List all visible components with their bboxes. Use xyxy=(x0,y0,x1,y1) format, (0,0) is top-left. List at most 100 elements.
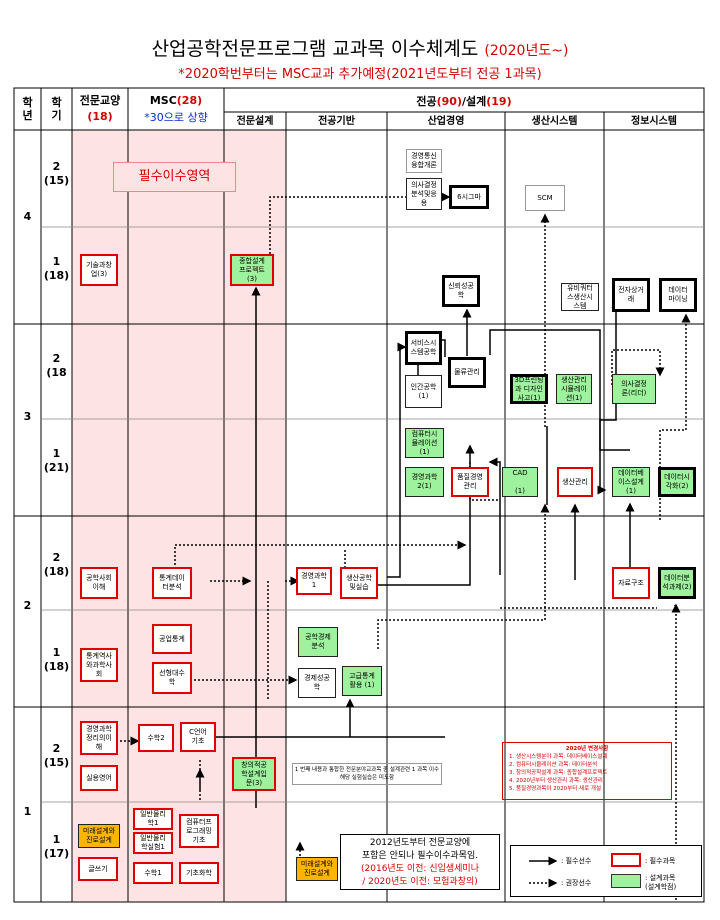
course-box: 미래설계와 진로설계 xyxy=(78,824,120,848)
course-box: 기술과창 업(3) xyxy=(80,254,118,286)
header-major-label: 전공 xyxy=(416,95,437,108)
changes-item: 4. 2020년부터 생산관리 과목: 생산관리 xyxy=(509,778,603,784)
course-box: 컴퓨터프 로그래밍 기초 xyxy=(179,814,219,848)
semester-credits: (18) xyxy=(43,269,70,282)
semester-credits: (18 xyxy=(46,366,67,379)
legend-required-box: : 필수과목 xyxy=(645,857,676,865)
changes-item: 3. 창의적공학설계 과목: 종합설계프로젝트 xyxy=(509,770,608,776)
semester-4-1: 1(18) xyxy=(41,255,72,283)
header-msc: MSC(28) *30으로 상향 xyxy=(128,94,224,124)
header-msc-note: *30으로 상향 xyxy=(144,111,208,124)
liberal-note: 2012년도부터 전문교양에 포함은 안되나 필수이수과목임. (2016년도 … xyxy=(340,834,500,890)
course-box: 3D프린팅 과 디자인 사고(1) xyxy=(510,374,548,404)
header-msc-label: MSC xyxy=(149,94,177,107)
course-box: 데이터 마이닝 xyxy=(659,278,697,312)
liberal-note-line: 2012년도부터 전문교양에 xyxy=(369,838,471,848)
changes-item: 1. 생산시스템분야 과목: 데이터베이스설계 xyxy=(509,754,608,760)
course-box: 공업통계 xyxy=(152,624,192,654)
course-box: 미래설계와 진로설계 xyxy=(296,857,338,881)
header-sub-design: 전문설계 xyxy=(236,116,274,127)
header-sub-information: 정보시스템 xyxy=(631,116,677,127)
semester-number: 1 xyxy=(52,447,61,460)
changes-note: 2020년 변경사항 1. 생산시스템분야 과목: 데이터베이스설계 2. 컴퓨… xyxy=(502,742,672,800)
course-box: 고급통계 활용 (1) xyxy=(342,666,382,696)
course-box: 자료구조 xyxy=(612,567,650,599)
semester-4-2: 2(15) xyxy=(41,160,72,188)
course-box: 통계데이 터분석 xyxy=(152,567,192,599)
semester-number: 1 xyxy=(52,255,61,268)
course-box: 선형대수 학 xyxy=(152,662,192,694)
course-box: 경영통신 융합개론 xyxy=(406,149,442,173)
semester-credits: (17) xyxy=(43,847,70,860)
semester-3-1: 1(21) xyxy=(41,447,72,475)
course-box: 종합설계 프로젝트 (3) xyxy=(230,254,274,286)
course-box: 생산공학 및실습 xyxy=(340,567,378,599)
header-major: 전공(90)/설계(19) xyxy=(224,95,704,108)
changes-item: 5. 품질경영과목이 2020부터 새로 개설 xyxy=(509,786,602,792)
course-box: 유비쿼터 스생산시 스템 xyxy=(561,283,599,311)
page-title: 산업공학전문프로그램 교과목 이수체계도 (2020년도~) xyxy=(0,38,720,62)
semester-credits: (18) xyxy=(43,565,70,578)
header-design-credits: (19) xyxy=(486,95,512,108)
course-box: 창의적공 학설계입 문(3) xyxy=(232,757,276,791)
course-box: 생산관리 시뮬레이 션(1) xyxy=(556,374,592,404)
course-box: 수학1 xyxy=(133,862,173,884)
capstone-note: 1 번째 내용과 통합한 전문분야교과목 중 설계관련 1 과목 이수 해당 실… xyxy=(292,763,442,785)
legend-lines xyxy=(529,856,558,888)
header-liberal-label: 전문교양 xyxy=(79,94,121,107)
course-box: 데이터분 석과제(2) xyxy=(658,567,696,599)
course-box: C언어 기초 xyxy=(180,722,216,752)
header-sub-production: 생산시스템 xyxy=(531,116,578,127)
semester-number: 1 xyxy=(52,833,61,846)
header-semester: 학 기 xyxy=(51,96,62,122)
header-liberal: 전문교양 (18) xyxy=(72,94,128,123)
course-box: 통계역사 와과학사회 xyxy=(80,648,118,682)
course-box: 일반물리 학1 xyxy=(133,808,173,830)
year-3: 3 xyxy=(23,410,32,423)
semester-1-1: 1(17) xyxy=(41,833,72,861)
header-year: 학 년 xyxy=(22,96,33,122)
course-box: 일반물리 학실험1 xyxy=(133,832,173,854)
header-major-credits: (90) xyxy=(436,95,462,108)
course-box: 신뢰성공 학 xyxy=(442,275,480,307)
title-year: (2020년도~) xyxy=(484,43,569,59)
semester-1-2: 2(15) xyxy=(41,742,72,770)
course-box: 물류관리 xyxy=(448,357,486,388)
course-box: 6시그마 xyxy=(449,185,489,209)
course-box: 품질경영 관리 xyxy=(451,467,489,497)
header-liberal-credits: (18) xyxy=(87,110,113,123)
legend: : 필수선수 : 권장선수 : 필수과목 : 설계과목 (설계학점) xyxy=(510,845,702,897)
semester-number: 2 xyxy=(52,551,61,564)
course-box: 실용영어 xyxy=(80,765,118,791)
capstone-note-line2: 해당 실험실습은 미포함 xyxy=(339,775,395,781)
semester-credits: (15) xyxy=(43,756,70,769)
legend-design-sublabel: (설계학점) xyxy=(645,883,677,891)
semester-credits: (15) xyxy=(43,174,70,187)
course-box: 경영과학1 xyxy=(296,567,332,595)
semester-credits: (18) xyxy=(43,660,70,673)
liberal-note-line: (2016년도 이전: 신입생세미나 xyxy=(361,864,479,874)
semester-3-2: 2(18 xyxy=(41,352,72,380)
capstone-note-line1: 1 번째 내용과 통합한 전문분야교과목 중 설계관련 1 과목 이수 xyxy=(294,767,440,773)
page-subtitle: *2020학번부터는 MSC교과 추가예정(2021년도부터 전공 1과목) xyxy=(178,67,542,82)
changes-title: 2020년 변경사항 xyxy=(565,746,609,752)
year-2: 2 xyxy=(23,599,32,612)
course-box: 데이터시 각화(2) xyxy=(658,467,696,497)
semester-number: 2 xyxy=(52,742,61,755)
legend-required-box-swatch xyxy=(611,853,641,867)
year-1: 1 xyxy=(23,805,32,818)
semester-number: 1 xyxy=(52,646,61,659)
legend-design-box-swatch xyxy=(611,874,641,888)
course-box: 공학사회 이해 xyxy=(80,567,118,599)
required-area-label: 필수이수영역 xyxy=(113,162,236,192)
year-4: 4 xyxy=(23,210,32,223)
course-box: 전자상거 래 xyxy=(612,278,650,312)
course-box: 공학경제 분석 xyxy=(298,627,338,657)
semester-credits: (21) xyxy=(43,461,70,474)
course-box: 기초화학 xyxy=(179,862,219,884)
semester-number: 2 xyxy=(52,160,61,173)
title-main: 산업공학전문프로그램 교과목 이수체계도 xyxy=(151,38,479,60)
course-box: 글쓰기 xyxy=(78,857,118,881)
